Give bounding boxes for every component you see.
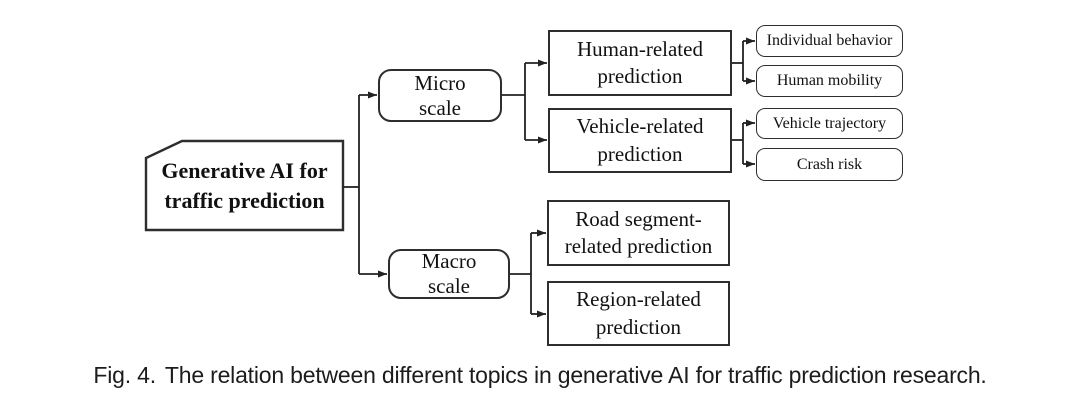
connector-micro-to-predictions	[502, 59, 547, 144]
crash-risk-label: Crash risk	[796, 155, 863, 173]
human-mobility-label: Human mobility	[776, 72, 883, 90]
micro-label-line1: Micro	[414, 70, 466, 95]
road-label-line1: Road segment-	[575, 206, 702, 231]
node-region-related-prediction: Region-related prediction	[547, 281, 730, 346]
human-label-line2: prediction	[597, 64, 683, 88]
root-label-line2: traffic prediction	[164, 187, 325, 213]
figure-number-label: Fig. 4.	[93, 362, 156, 388]
connector-root-to-scales	[343, 91, 387, 278]
vehicle-label-line1: Vehicle-related	[576, 114, 704, 139]
figure-caption: Fig. 4. The relation between different to…	[0, 362, 1080, 389]
figure-caption-text: The relation between different topics in…	[164, 362, 987, 388]
human-label-line1: Human-related	[577, 36, 703, 61]
macro-label-line1: Macro	[421, 249, 477, 274]
node-road-segment-related-prediction: Road segment- related prediction	[547, 200, 730, 266]
connector-human-to-leaves	[732, 37, 755, 85]
vehicle-label-line2: prediction	[597, 141, 683, 166]
node-human-related-prediction: Human-related prediction	[548, 30, 732, 96]
node-individual-behavior: Individual behavior	[756, 25, 903, 57]
node-generative-ai-root: Generative AI for traffic prediction	[146, 141, 343, 230]
micro-label-line2: scale	[419, 95, 461, 120]
connector-vehicle-to-leaves	[732, 119, 755, 168]
region-label-line2: prediction	[595, 314, 682, 339]
node-macro-scale: Macro scale	[388, 249, 510, 299]
root-label-line1: Generative AI for	[161, 157, 328, 183]
node-crash-risk: Crash risk	[756, 148, 903, 181]
node-vehicle-trajectory: Vehicle trajectory	[756, 108, 903, 139]
region-label-line1: Region-related	[576, 287, 701, 312]
vehicle-trajectory-label: Vehicle trajectory	[772, 114, 887, 132]
macro-label-line2: scale	[428, 274, 470, 298]
node-human-mobility: Human mobility	[756, 65, 903, 97]
connector-macro-to-predictions	[510, 229, 546, 318]
individual-behavior-label: Individual behavior	[766, 32, 893, 50]
root-node-shape	[144, 139, 345, 232]
node-vehicle-related-prediction: Vehicle-related prediction	[548, 108, 732, 173]
node-micro-scale: Micro scale	[378, 69, 502, 122]
road-label-line2: related prediction	[564, 234, 713, 258]
